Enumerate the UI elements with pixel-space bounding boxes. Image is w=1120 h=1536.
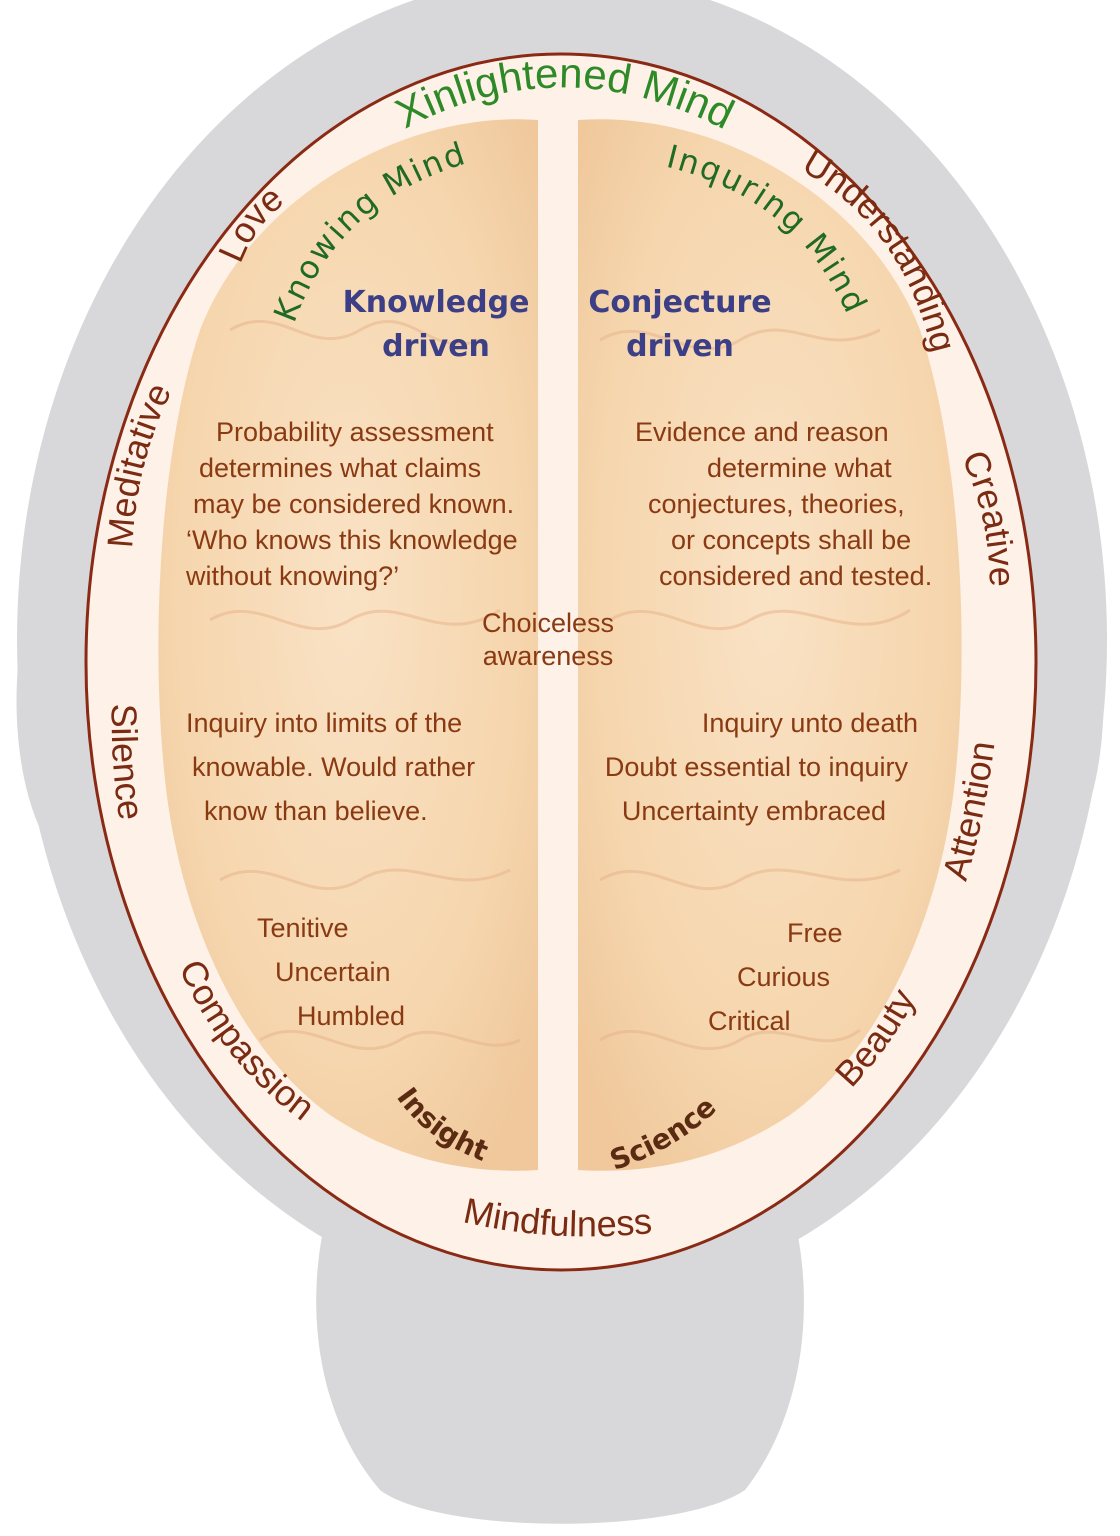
left-trait-2: Uncertain — [275, 957, 391, 987]
right-trait-3: Critical — [708, 1006, 791, 1036]
conjecture-heading-line2: driven — [626, 329, 734, 364]
choiceless-line-2: awareness — [483, 641, 614, 671]
probability-line-5: without knowing?’ — [185, 561, 399, 591]
evidence-line-1: Evidence and reason — [635, 417, 889, 447]
right-inquiry-line-3: Uncertainty embraced — [622, 796, 886, 826]
right-trait-2: Curious — [737, 962, 830, 992]
evidence-line-2: determine what — [707, 453, 892, 483]
probability-line-3: may be considered known. — [193, 489, 514, 519]
right-hemisphere — [578, 119, 962, 1171]
knowledge-heading-line2: driven — [382, 329, 490, 364]
right-trait-1: Free — [787, 918, 843, 948]
left-trait-1: Tenitive — [257, 913, 349, 943]
conjecture-heading-line1: Conjecture — [588, 285, 771, 320]
right-inquiry-line-1: Inquiry unto death — [702, 708, 918, 738]
left-inquiry-line-2: knowable. Would rather — [192, 752, 475, 782]
right-inquiry-line-2: Doubt essential to inquiry — [605, 752, 909, 782]
brain-folds — [209, 319, 911, 1051]
left-inquiry-line-1: Inquiry into limits of the — [186, 708, 462, 738]
left-hemisphere — [158, 119, 538, 1171]
evidence-line-4: or concepts shall be — [671, 525, 911, 555]
left-trait-3: Humbled — [297, 1001, 405, 1031]
probability-line-2: determines what claims — [199, 453, 481, 483]
evidence-line-3: conjectures, theories, — [648, 489, 905, 519]
probability-line-1: Probability assessment — [216, 417, 494, 447]
choiceless-line-1: Choiceless — [482, 608, 614, 638]
ring-word-silence: Silence — [104, 704, 152, 823]
brain — [158, 109, 962, 1181]
evidence-line-5: considered and tested. — [659, 561, 932, 591]
knowledge-heading-line1: Knowledge — [343, 285, 530, 320]
probability-line-4: ‘Who knows this knowledge — [186, 525, 518, 555]
left-inquiry-line-3: know than believe. — [204, 796, 428, 826]
